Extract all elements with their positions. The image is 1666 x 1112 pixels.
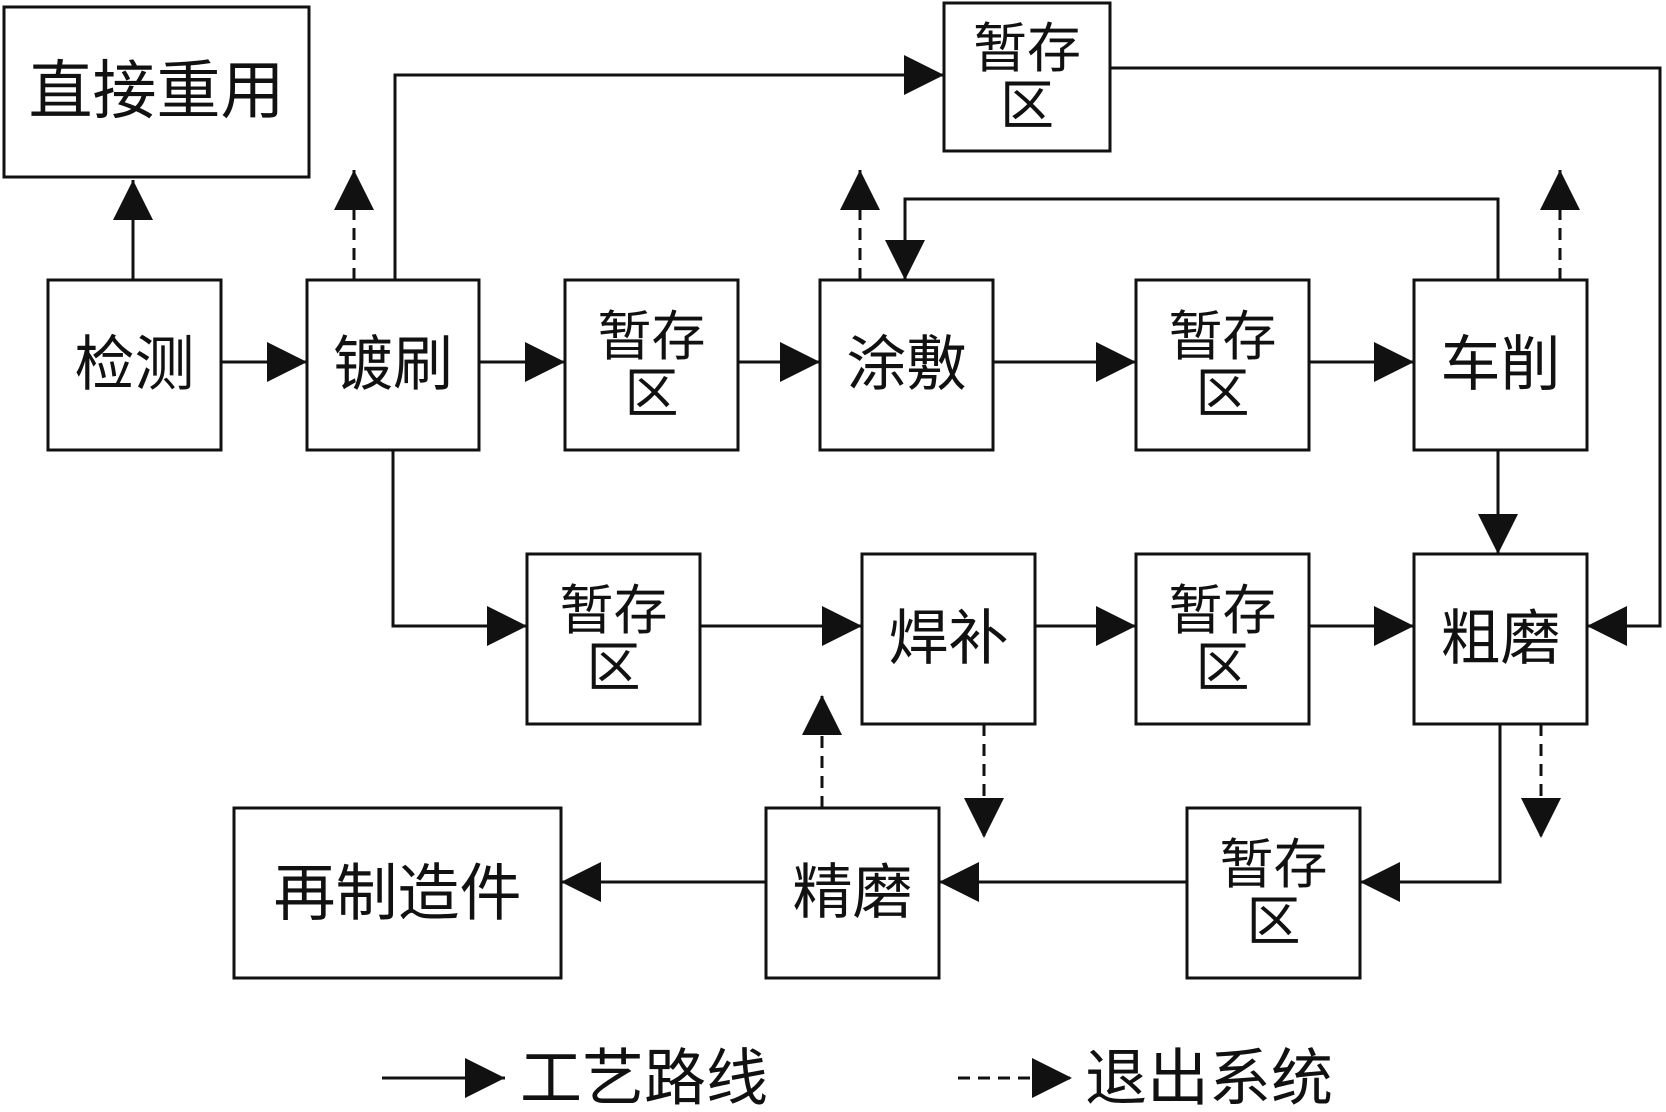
node-label: 暂存 [973,17,1081,80]
node-label: 暂存 [1169,579,1277,642]
node-label: 区 [1196,362,1250,425]
node-box [305,278,481,452]
edge-rough-grind-to-buffer-5 [1360,724,1502,902]
node-box [46,278,223,452]
node-rough-grind: 粗磨 [1412,552,1589,726]
node-label: 区 [625,362,679,425]
node-fine-grind: 精磨 [764,806,941,980]
node-coating: 涂敷 [818,278,995,452]
node-remanufactured: 再制造件 [232,806,563,980]
edge-plating-to-buffer-3 [391,450,527,646]
node-label: 直接重用 [29,55,285,129]
node-label: 暂存 [560,579,668,642]
node-label: 区 [1000,74,1054,137]
node-label: 车削 [1441,330,1561,400]
node-box [818,278,995,452]
node-box [1412,278,1589,452]
node-label: 暂存 [1169,305,1277,368]
node-box [1134,552,1311,726]
node-box [860,552,1037,726]
edge-plating-to-buffer-top [393,55,944,280]
node-label: 区 [1196,636,1250,699]
node-buffer-3: 暂存区 [525,552,702,726]
edge-buffer-top-to-rough-grind [1110,66,1662,646]
node-box [2,5,311,179]
node-welding: 焊补 [860,552,1037,726]
node-label: 涂敷 [847,330,967,400]
node-buffer-5: 暂存区 [1185,806,1362,980]
legend-dashed-label: 退出系统 [1085,1042,1333,1112]
node-plating: 镀刷 [305,278,481,452]
node-label: 焊补 [889,604,1009,674]
node-box [764,806,941,980]
node-label: 再制造件 [273,857,521,930]
legend-solid-label: 工艺路线 [520,1042,768,1112]
node-label: 暂存 [598,305,706,368]
node-inspect: 检测 [46,278,223,452]
node-box [563,278,740,452]
edge-turning-to-coating [885,197,1500,280]
node-label: 检测 [75,330,195,400]
node-label: 粗磨 [1441,604,1561,674]
node-buffer-1: 暂存区 [563,278,740,452]
node-box [1185,806,1362,980]
node-label: 区 [587,636,641,699]
node-buffer-4: 暂存区 [1134,552,1311,726]
node-box [232,806,563,980]
node-label: 区 [1247,890,1301,953]
node-box [1412,552,1589,726]
node-box [942,1,1112,153]
node-buffer-top: 暂存区 [942,1,1112,153]
node-label: 镀刷 [333,330,453,400]
node-box [1134,278,1311,452]
node-buffer-2: 暂存区 [1134,278,1311,452]
node-turning: 车削 [1412,278,1589,452]
node-label: 精磨 [793,858,913,928]
node-box [525,552,702,726]
node-direct-reuse: 直接重用 [2,5,311,179]
node-label: 暂存 [1220,833,1328,896]
